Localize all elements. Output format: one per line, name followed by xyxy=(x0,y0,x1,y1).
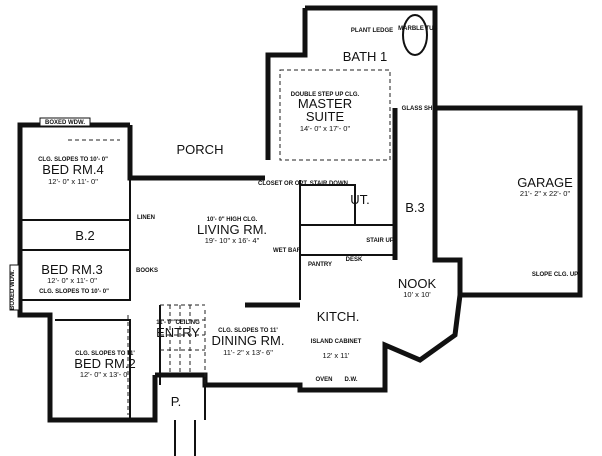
slope-clg-label: SLOPE CLG. UP xyxy=(532,272,578,278)
room-label-bath-1: BATH 1 xyxy=(343,49,388,64)
glass-shower-label: GLASS SHR. xyxy=(402,106,439,112)
closet-label: CLOSET OR OPT. STAIR DOWN xyxy=(258,181,348,187)
desk-label: DESK xyxy=(346,257,363,263)
room-label-living: LIVING RM. xyxy=(197,222,267,237)
stair xyxy=(299,184,356,226)
room-label-ut: UT. xyxy=(350,192,370,207)
linen-label: LINEN xyxy=(137,215,155,221)
entry-note: 11'- 0" CEILING xyxy=(156,320,200,326)
master-dims: 14'- 0" x 17'- 0" xyxy=(300,124,351,133)
walls xyxy=(9,5,583,456)
nook-dims: 10' x 10' xyxy=(403,290,431,299)
room-label-bed-2: BED RM.2 xyxy=(74,356,135,371)
garage-dims: 21'- 2" x 22'- 0" xyxy=(520,189,571,198)
wet-bar-label: WET BAR xyxy=(273,248,302,254)
bed2-note: CLG. SLOPES TO 11' xyxy=(75,351,135,357)
room-label-garage: GARAGE xyxy=(517,175,573,190)
dining-dims: 11'- 2" x 13'- 6" xyxy=(223,348,273,357)
boxed-window-label: BOXED WDW. xyxy=(45,120,85,126)
bed3-dims: 12'- 0" x 11'- 0" xyxy=(47,276,97,285)
dining-note: CLG. SLOPES TO 11' xyxy=(218,328,278,334)
living-dims: 19'- 10" x 16'- 4" xyxy=(205,236,260,245)
room-label-kitchen: KITCH. xyxy=(317,309,360,324)
plant-ledge-label: PLANT LEDGE xyxy=(351,28,393,34)
room-label-b2: B.2 xyxy=(75,228,95,243)
boxed-window xyxy=(9,264,20,311)
boxed-window-label-2: BOXED WDW. xyxy=(10,270,16,310)
room-label-bed-4: BED RM.4 xyxy=(42,162,103,177)
room-label-bed-3: BED RM.3 xyxy=(41,262,102,277)
bed2-dims: 12'- 0" x 13'- 0" xyxy=(80,370,131,379)
room-label-porch: PORCH xyxy=(177,142,224,157)
room-label-dining: DINING RM. xyxy=(212,333,285,348)
room-label-porch-p: P. xyxy=(171,394,182,409)
bed4-note: CLG. SLOPES TO 10'- 0" xyxy=(38,157,108,163)
room-label-b3: B.3 xyxy=(405,200,425,215)
marble-tub-label: MARBLE TUB xyxy=(398,26,438,32)
kitchen-dims: 12' x 11' xyxy=(323,351,350,360)
master-note: DOUBLE STEP UP CLG. xyxy=(291,92,360,98)
boxed-window xyxy=(39,117,91,127)
room-label-nook: NOOK xyxy=(398,276,437,291)
marble-tub xyxy=(402,14,428,56)
room-label-suite: SUITE xyxy=(306,109,345,124)
oven-label: OVEN xyxy=(315,377,332,383)
pantry-label: PANTRY xyxy=(308,262,332,268)
bed4-dims: 12'- 0" x 11'- 0" xyxy=(48,177,98,186)
dishwasher-label: D.W. xyxy=(345,377,358,383)
living-note: 10'- 0" HIGH CLG. xyxy=(207,217,258,223)
stair-label: STAIR UP xyxy=(366,238,394,244)
room-label-master: MASTER xyxy=(298,96,352,111)
bed3-note: CLG. SLOPES TO 10'- 0" xyxy=(39,289,109,295)
room-label-entry: ENTRY xyxy=(156,325,200,340)
books-label: BOOKS xyxy=(136,268,158,274)
island-label: ISLAND CABINET xyxy=(311,339,362,345)
